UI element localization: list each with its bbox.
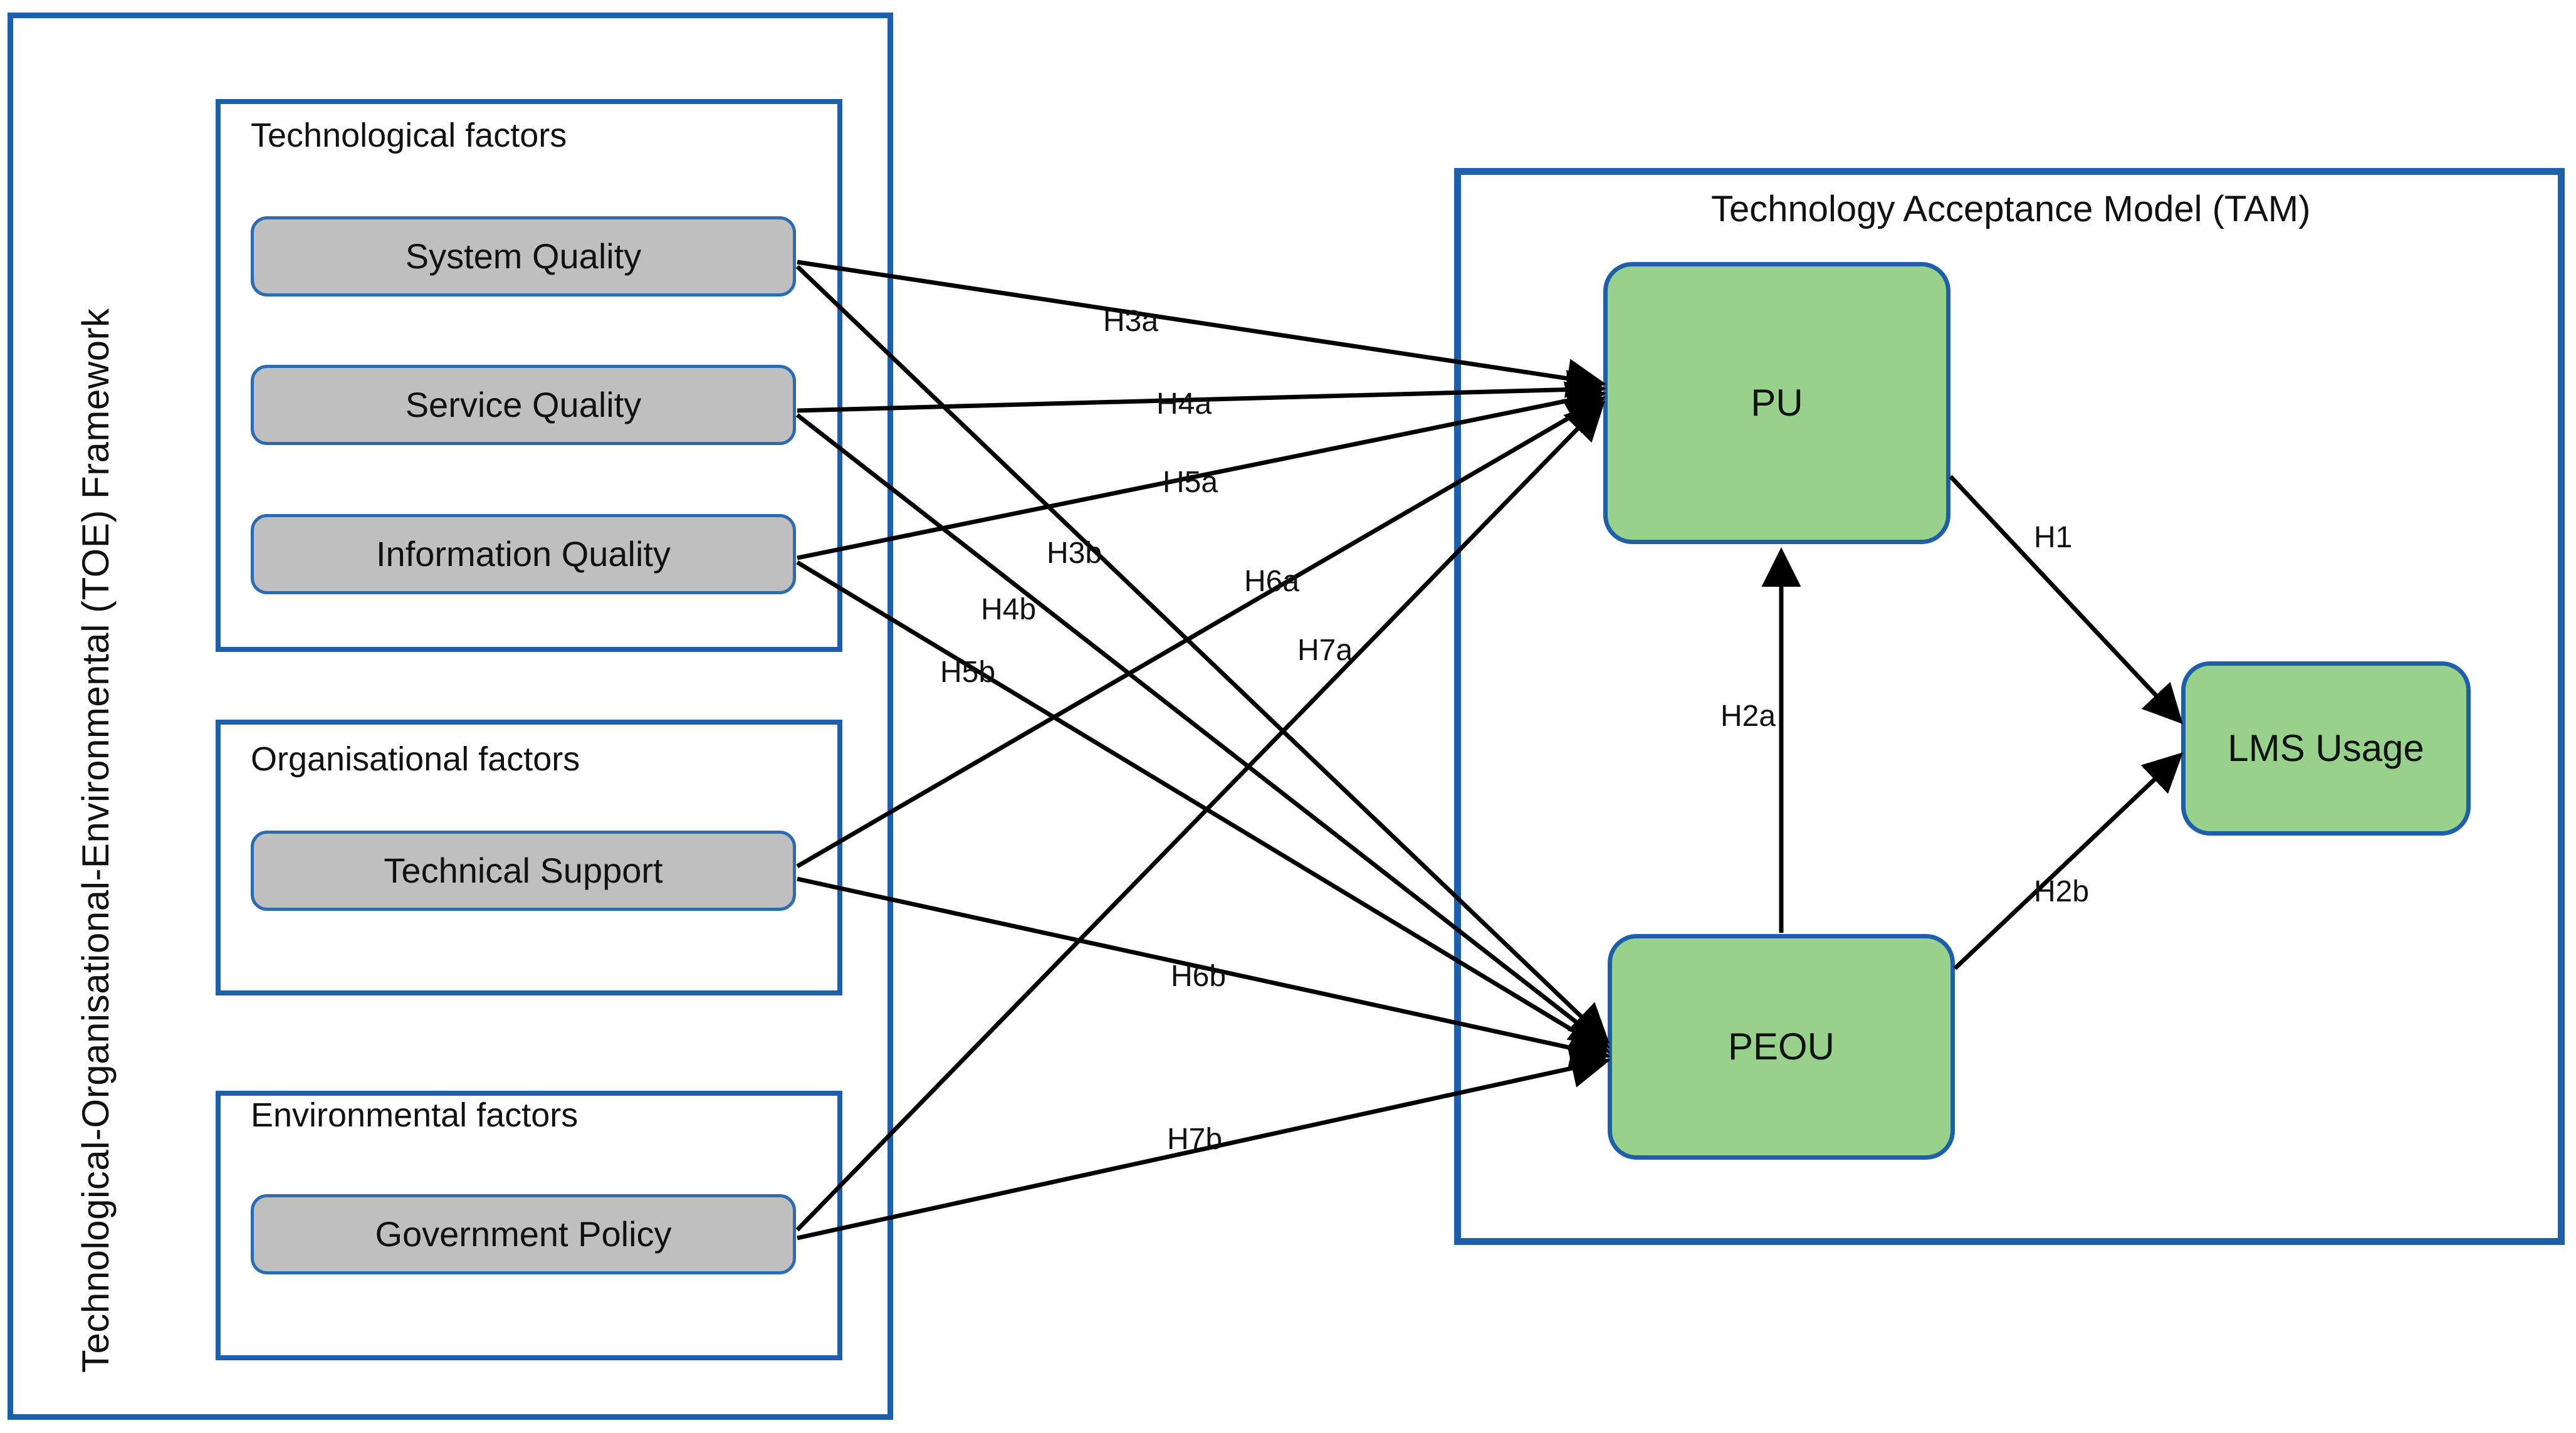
construct-lms-usage[interactable]: LMS Usage bbox=[2181, 661, 2471, 836]
hypothesis-label-h2a: H2a bbox=[1720, 700, 1776, 733]
hypothesis-label-h7a: H7a bbox=[1297, 634, 1353, 667]
factor-system-quality[interactable]: System Quality bbox=[251, 216, 796, 297]
construct-peou[interactable]: PEOU bbox=[1608, 934, 1955, 1160]
tam-title: Technology Acceptance Model (TAM) bbox=[1711, 189, 2311, 229]
hypothesis-label-h4b: H4b bbox=[981, 593, 1037, 626]
factor-information-quality[interactable]: Information Quality bbox=[251, 514, 796, 594]
hypothesis-label-h5b: H5b bbox=[940, 656, 996, 689]
hypothesis-label-h7b: H7b bbox=[1167, 1123, 1223, 1156]
group-title-environmental: Environmental factors bbox=[251, 1096, 579, 1134]
factor-technical-support[interactable]: Technical Support bbox=[251, 831, 796, 911]
construct-pu[interactable]: PU bbox=[1603, 262, 1950, 544]
factor-service-quality[interactable]: Service Quality bbox=[251, 365, 796, 445]
hypothesis-label-h1: H1 bbox=[2034, 521, 2073, 554]
hypothesis-label-h2b: H2b bbox=[2034, 875, 2090, 908]
hypothesis-label-h3a: H3a bbox=[1103, 305, 1159, 338]
hypothesis-label-h6b: H6b bbox=[1171, 960, 1227, 993]
toe-framework-label: Technological-Organisational-Environment… bbox=[75, 308, 117, 1373]
factor-government-policy[interactable]: Government Policy bbox=[251, 1194, 796, 1274]
hypothesis-label-h3b: H3b bbox=[1047, 537, 1102, 570]
group-title-organisational: Organisational factors bbox=[251, 740, 580, 778]
group-title-technological: Technological factors bbox=[251, 117, 567, 154]
hypothesis-label-h6a: H6a bbox=[1244, 565, 1300, 598]
hypothesis-label-h4a: H4a bbox=[1156, 387, 1212, 421]
hypothesis-label-h5a: H5a bbox=[1163, 466, 1218, 499]
